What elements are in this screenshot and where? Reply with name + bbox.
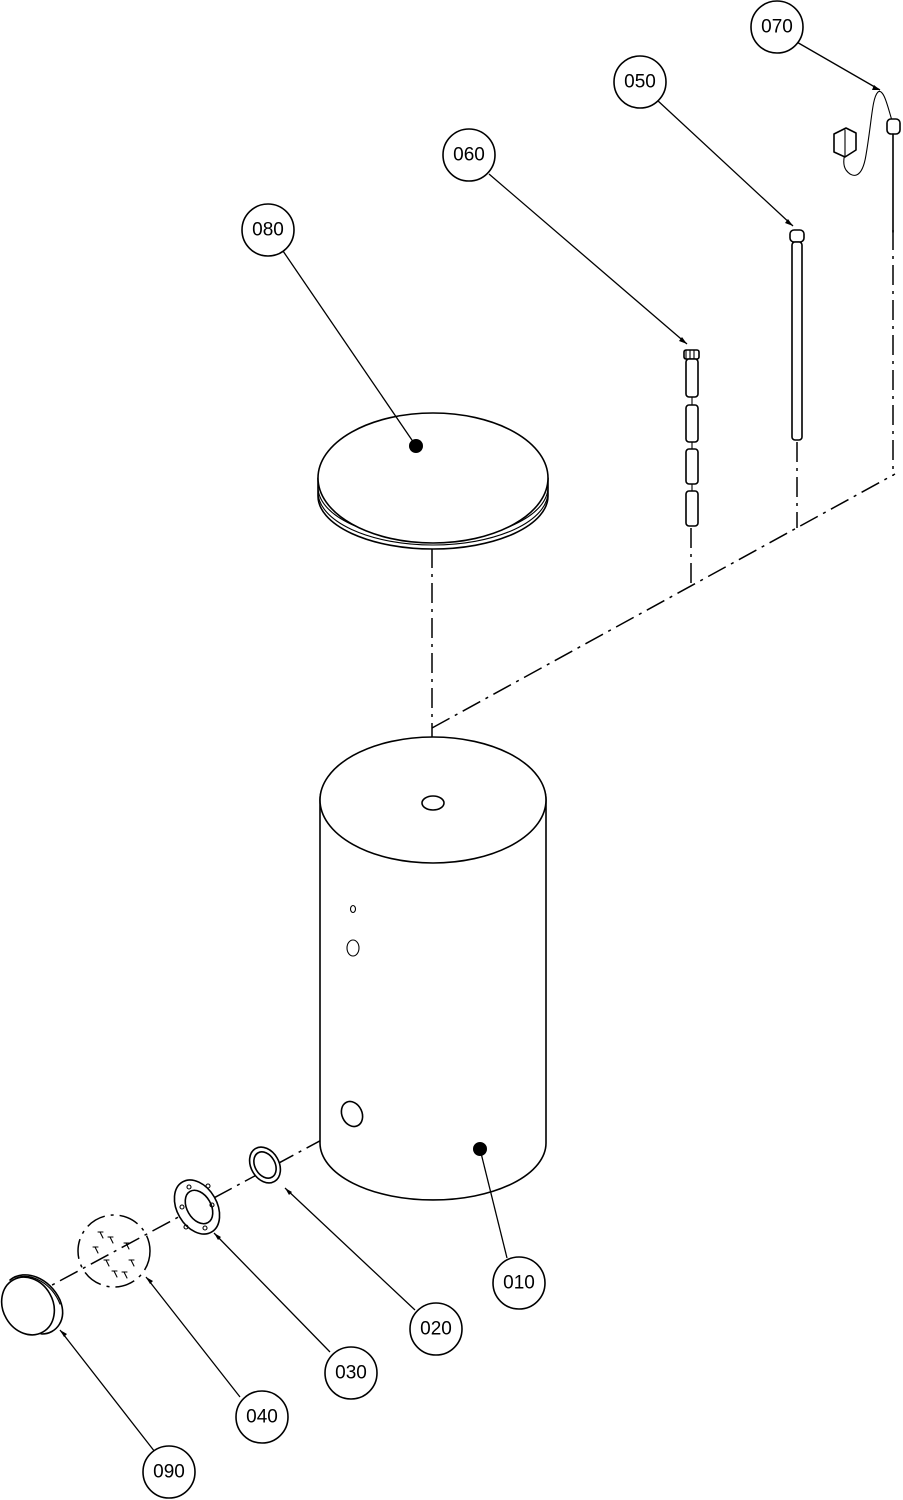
balloon-060: 060	[442, 128, 496, 182]
leader-lines	[59, 40, 881, 1453]
balloon-080: 080	[241, 203, 295, 257]
balloon-label-090: 090	[153, 1462, 185, 1483]
balloon-label-030: 030	[335, 1363, 367, 1384]
flange-part-030	[173, 1179, 221, 1235]
balloon-label-040: 040	[246, 1407, 278, 1428]
balloon-040: 040	[235, 1390, 289, 1444]
gasket-part-020	[248, 1146, 282, 1184]
balloon-label-070: 070	[761, 17, 793, 38]
balloon-010: 010	[492, 1256, 546, 1310]
sensor-part-070	[833, 91, 901, 233]
bolt-set-part-040	[77, 1214, 151, 1288]
balloon-020: 020	[409, 1302, 463, 1356]
balloon-030: 030	[324, 1346, 378, 1400]
cover-cap-part-090	[0, 1274, 64, 1336]
balloon-090: 090	[142, 1445, 196, 1499]
balloon-label-010: 010	[503, 1273, 535, 1294]
balloon-050: 050	[613, 55, 667, 109]
top-lid-part-080	[317, 412, 549, 550]
balloon-070: 070	[750, 0, 804, 54]
heater-rod-part-050	[789, 229, 805, 441]
balloon-label-050: 050	[624, 72, 656, 93]
balloon-label-020: 020	[420, 1319, 452, 1340]
tank-part-010	[319, 736, 547, 1201]
balloon-label-080: 080	[252, 220, 284, 241]
anode-rod-part-060	[683, 349, 700, 527]
balloon-label-060: 060	[453, 145, 485, 166]
